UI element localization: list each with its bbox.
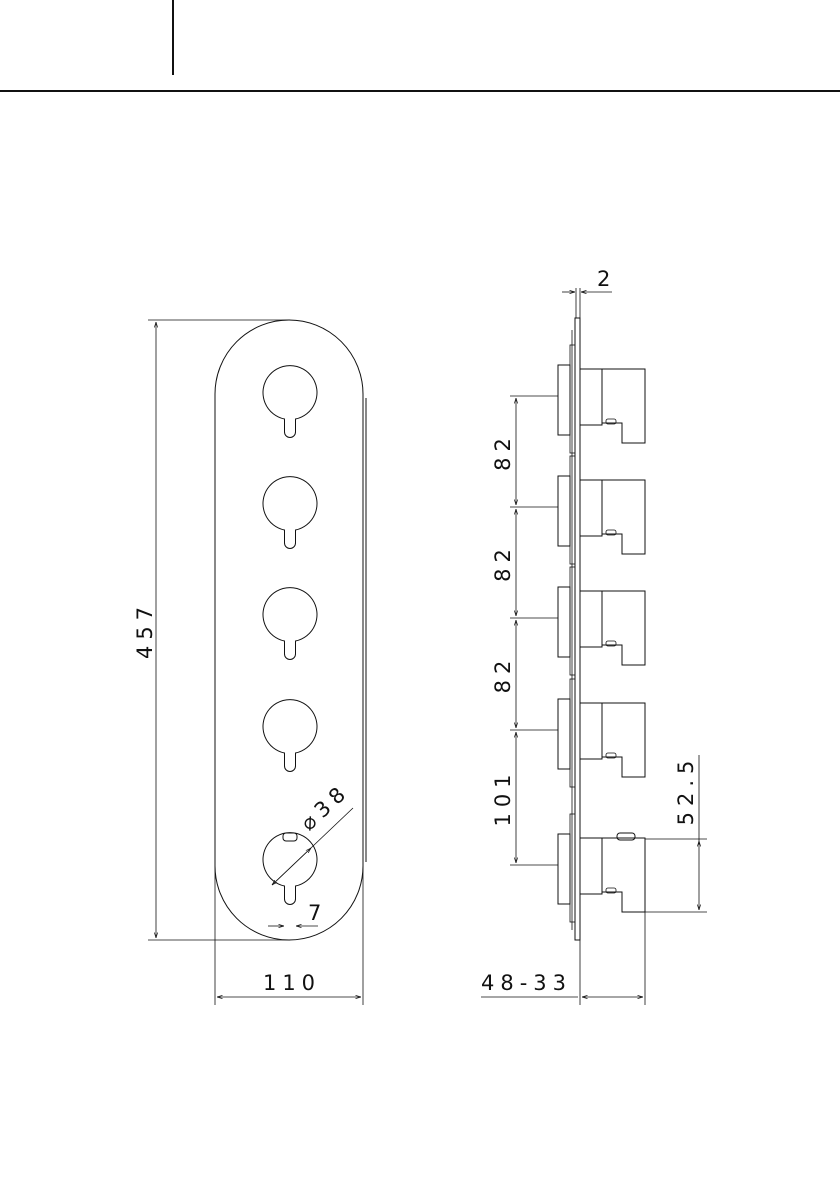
valve-collar [558,476,570,546]
handle-offset-dimension: 52.5 [645,755,707,912]
handle-button [617,833,635,840]
hole-diameter-label: ⌀38 [296,779,354,836]
valve-handle [602,369,645,443]
spacing-label: 82 [491,543,515,582]
spacing-label: 82 [491,655,515,694]
keyhole-hole [263,366,317,438]
valve-handle [602,591,645,665]
valve-body [510,814,645,922]
side-plate [575,318,580,940]
depth-dimension: 48-33 [481,912,645,1005]
valve-flange [570,456,575,564]
valve-body [510,567,645,675]
valve-collar [558,587,570,657]
hole-diameter-dimension: ⌀38 [272,779,354,885]
spacing-dimension: 82 [491,509,516,616]
plate-thickness-dimension: 2 [562,267,616,318]
valve-stem [580,838,602,894]
spacing-dimension: 101 [491,732,516,863]
spacing-dimension: 82 [491,620,516,728]
valve-handle [602,480,645,554]
valve-handle [602,703,645,777]
spacing-label: 82 [491,432,515,471]
width-dimension: 110 [215,866,363,1005]
valve-flange [570,814,575,922]
valve-flange [570,345,575,453]
side-view: 2 82 82 82 101 52.5 48-33 [481,267,707,1005]
hole-tab [283,833,297,841]
valve-stem [580,703,602,759]
handle-offset-label: 52.5 [674,755,698,826]
plate-thickness-label: 2 [597,267,616,291]
valve-flange [570,567,575,675]
valve-handle [602,838,645,912]
valve-collar [558,834,570,904]
keyhole-hole [263,700,317,772]
valve-stem [580,480,602,536]
keyhole-hole [263,588,317,660]
valve-bodies [510,345,645,922]
front-view: 457 110 ⌀38 7 [133,320,366,1005]
valve-collar [558,699,570,769]
valve-body [510,345,645,453]
valve-body [510,679,645,787]
depth-label: 48-33 [481,971,572,995]
slot-width-label: 7 [308,901,327,925]
width-dimension-label: 110 [263,971,321,995]
cover-plate-outline [215,320,363,940]
valve-stem [580,369,602,425]
height-dimension-label: 457 [133,601,157,659]
spacing-dimension: 82 [491,398,516,505]
keyhole-hole [263,477,317,549]
spacing-label: 101 [491,768,515,826]
slot-width-dimension: 7 [268,901,327,926]
keyhole-hole [263,833,317,905]
valve-flange [570,679,575,787]
valve-collar [558,365,570,435]
valve-body [510,456,645,564]
valve-stem [580,591,602,647]
title-block-frame [0,0,840,91]
valve-spacing-dimensions: 82 82 82 101 [491,398,516,863]
